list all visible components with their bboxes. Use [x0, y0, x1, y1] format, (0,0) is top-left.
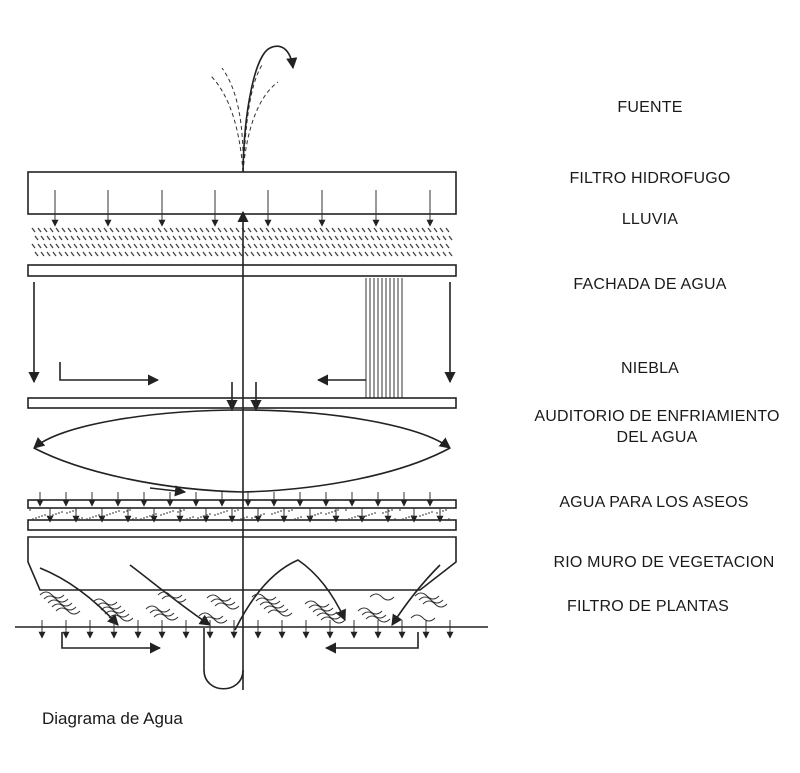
label-lluvia: LLUVIA	[621, 211, 679, 228]
label-auditorio-line1: AUDITORIO DE ENFRIAMIENTO	[534, 408, 780, 425]
cooling-auditorium-lens	[33, 409, 451, 497]
underground-loop	[203, 628, 244, 690]
rain-texture	[31, 227, 453, 257]
label-filtro-plantas: FILTRO DE PLANTAS	[567, 598, 729, 615]
ground-arrows	[38, 620, 454, 639]
fog-plate	[27, 397, 457, 409]
toilet-texture	[29, 509, 450, 520]
diagram-caption: Diagrama de Agua	[42, 709, 183, 728]
toilet-water-plate-bottom	[27, 519, 457, 531]
label-niebla: NIEBLA	[620, 360, 680, 377]
toilet-water-plate-top	[27, 499, 457, 509]
toilet-arrows	[36, 492, 444, 523]
water-facade-band	[27, 264, 457, 277]
label-auditorio-line2: DEL AGUA	[616, 429, 698, 446]
rain-arrows	[51, 190, 434, 227]
label-agua-aseos: AGUA PARA LOS ASEOS	[559, 494, 749, 511]
hydrophobic-filter	[27, 171, 457, 215]
label-fuente: FUENTE	[617, 99, 683, 116]
fountain-spray	[209, 45, 298, 173]
label-filtro-hidrofugo: FILTRO HIDROFUGO	[569, 170, 731, 187]
water-curtain	[365, 278, 403, 398]
vegetation-wall	[27, 536, 457, 591]
plant-filter-texture	[39, 591, 448, 624]
label-fachada-de-agua: FACHADA DE AGUA	[573, 276, 727, 293]
label-rio-muro: RIO MURO DE VEGETACION	[553, 554, 775, 571]
